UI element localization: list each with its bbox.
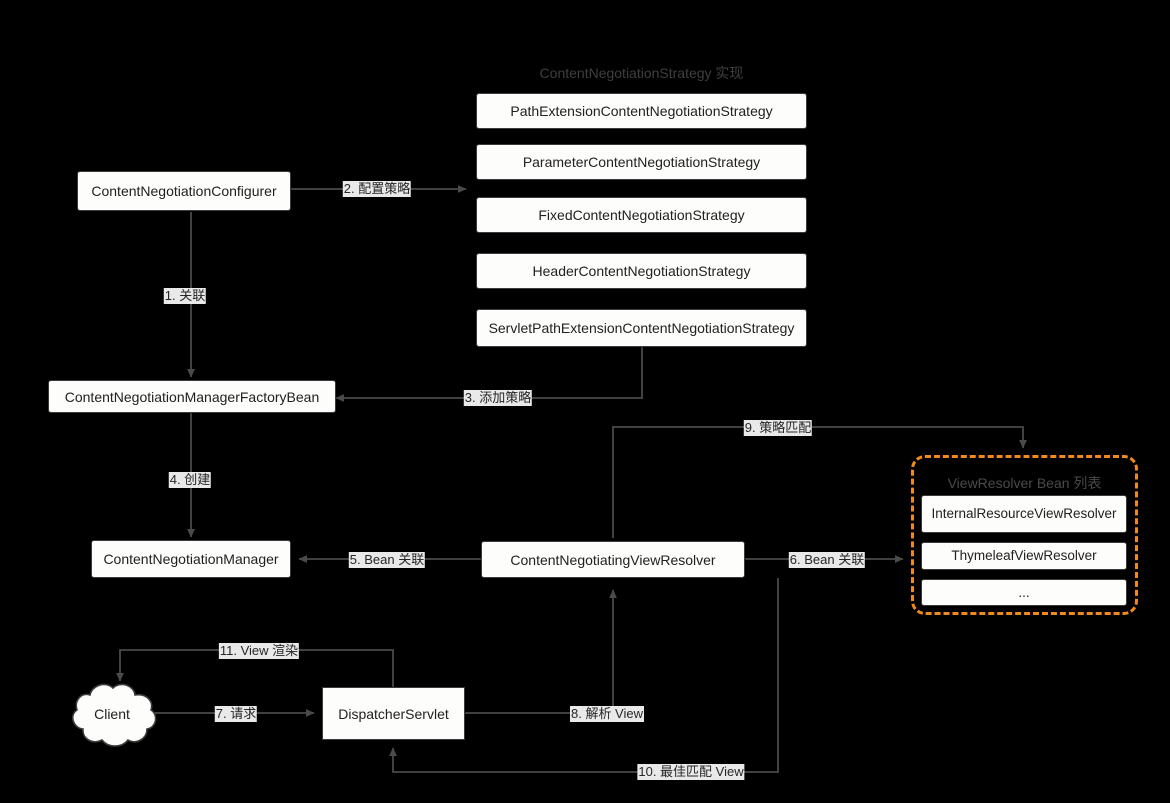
node-view-resolver-1[interactable]: ThymeleafViewResolver [921,542,1127,570]
edge-label-9: 9. 策略匹配 [743,420,813,436]
cloud-icon [71,683,157,747]
node-content-negotiation-configurer[interactable]: ContentNegotiationConfigurer [77,171,291,211]
edge-path-10 [389,578,779,773]
edge-label-4: 4. 创建 [168,472,212,488]
node-view-resolver-0[interactable]: InternalResourceViewResolver [921,495,1127,533]
node-content-negotiation-manager-factory-bean[interactable]: ContentNegotiationManagerFactoryBean [48,380,336,413]
edge-label-2: 2. 配置策略 [342,181,412,197]
edge-label-3: 3. 添加策略 [463,390,533,406]
node-dispatcher-servlet[interactable]: DispatcherServlet [322,687,465,740]
edge-label-10: 10. 最佳匹配 View [637,764,745,780]
edge-label-5: 5. Bean 关联 [348,552,426,568]
edge-label-6: 6. Bean 关联 [788,552,866,568]
edge-path-8 [465,589,617,714]
node-strategy-3[interactable]: HeaderContentNegotiationStrategy [476,253,807,289]
strategy-group-title: ContentNegotiationStrategy 实现 [539,65,744,81]
node-view-resolver-2[interactable]: ... [921,579,1127,606]
edge-label-11: 11. View 渲染 [218,643,300,659]
node-content-negotiating-view-resolver[interactable]: ContentNegotiatingViewResolver [481,541,745,578]
edge-label-1: 1. 关联 [163,288,207,304]
node-strategy-4[interactable]: ServletPathExtensionContentNegotiationSt… [476,309,807,347]
node-client-label: Client [94,706,130,722]
node-strategy-0[interactable]: PathExtensionContentNegotiationStrategy [476,93,807,129]
viewresolver-group-box [911,455,1138,615]
node-content-negotiation-manager[interactable]: ContentNegotiationManager [91,540,291,578]
edge-path-9 [612,426,1027,538]
node-client[interactable]: Client [64,679,160,749]
edge-label-7: 7. 请求 [214,706,258,722]
edge-path-3 [335,343,643,402]
node-strategy-2[interactable]: FixedContentNegotiationStrategy [476,197,807,233]
edge-label-8: 8. 解析 View [569,706,645,722]
node-strategy-1[interactable]: ParameterContentNegotiationStrategy [476,144,807,180]
viewresolver-group-title: ViewResolver Bean 列表 [947,475,1102,491]
